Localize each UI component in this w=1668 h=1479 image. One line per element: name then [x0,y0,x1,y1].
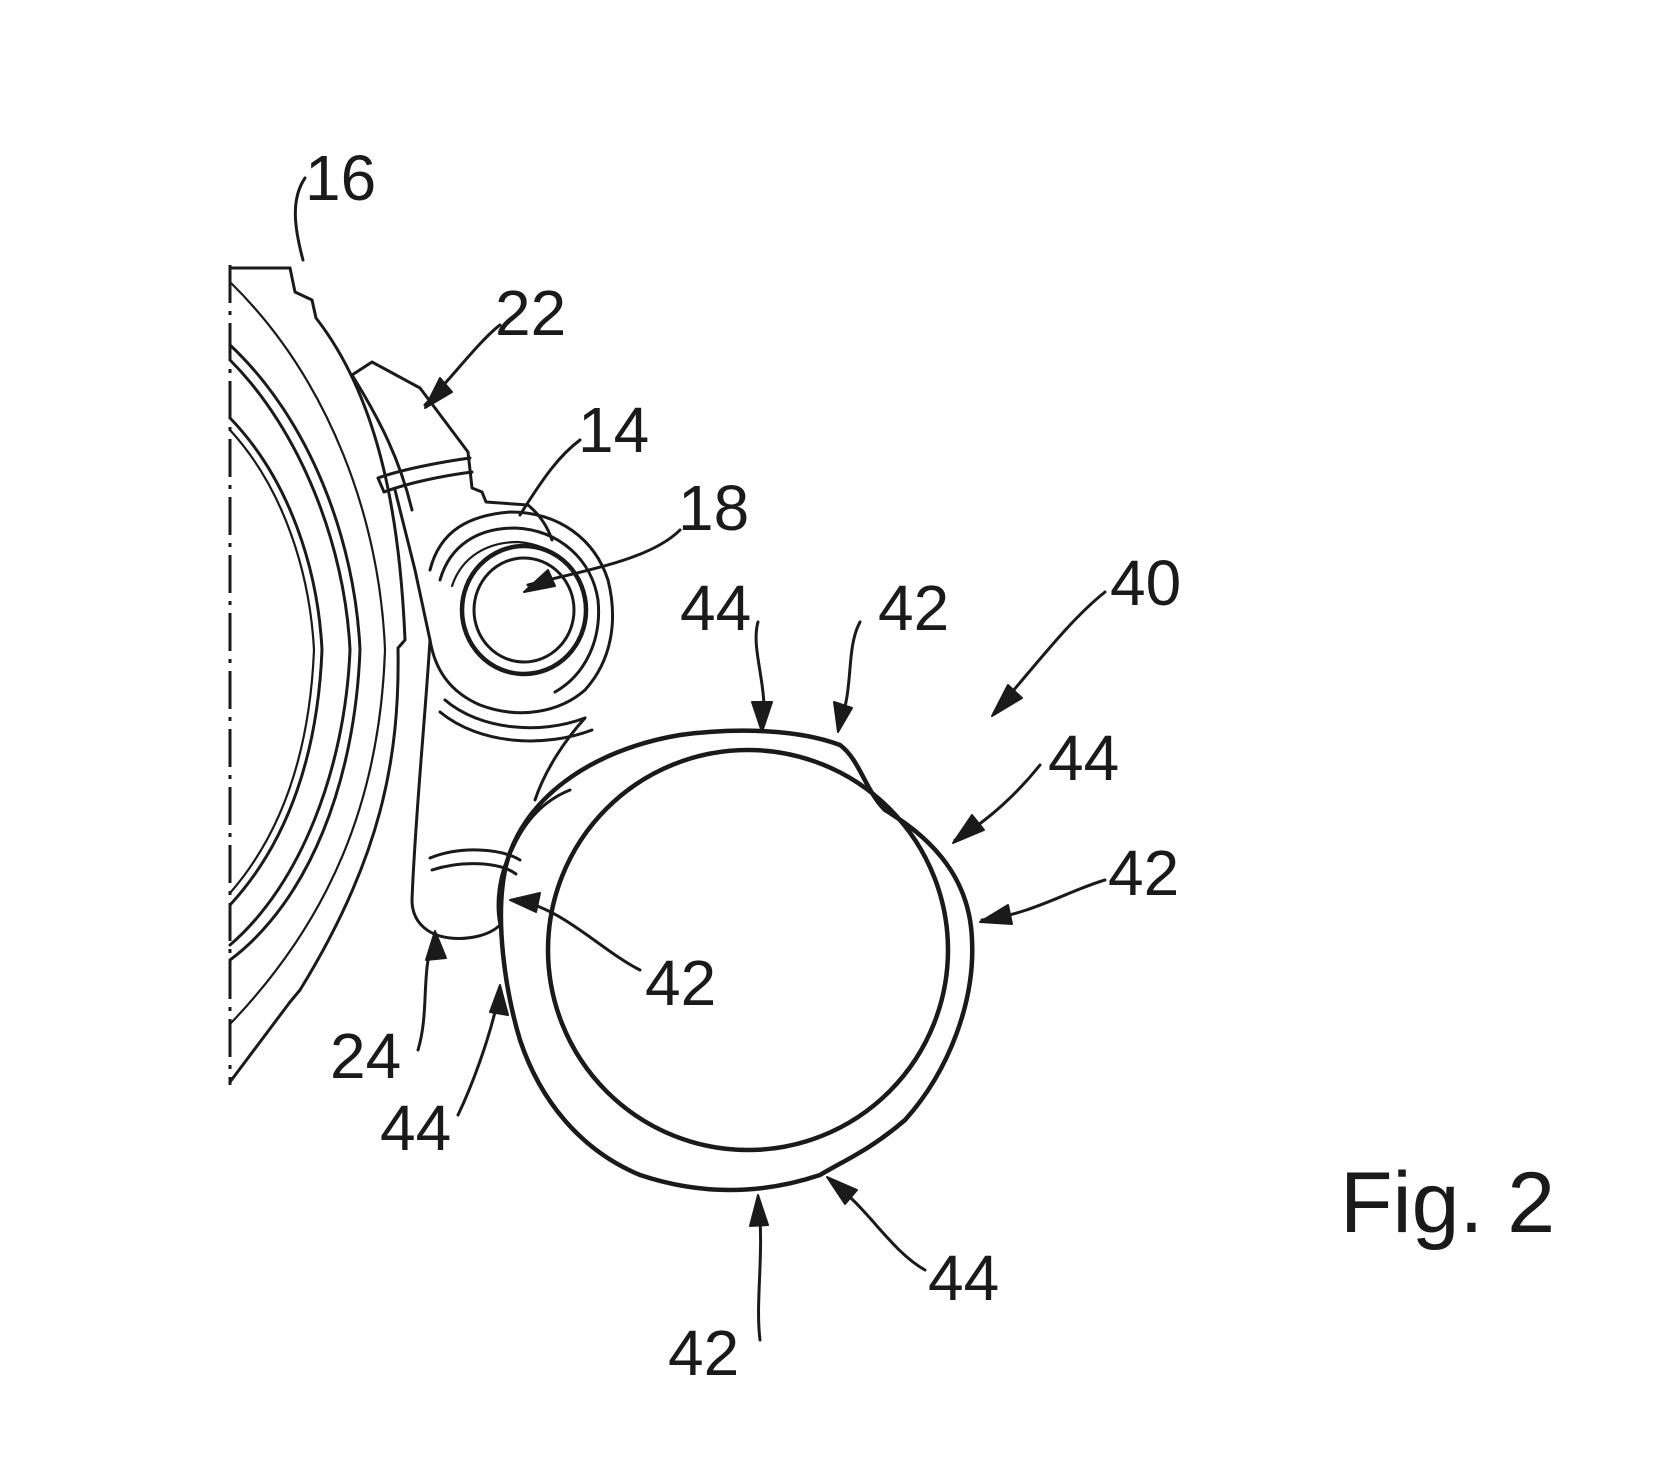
label-14: 14 [578,394,649,466]
bore-18-outer [459,543,589,677]
label-44-left: 44 [380,1092,451,1164]
label-42-bottom: 42 [668,1317,739,1389]
label-22: 22 [495,277,566,349]
label-44-right: 44 [1048,722,1119,794]
cam-40 [498,728,975,1193]
cam-inner-circle [545,747,951,1153]
part-24 [410,638,587,940]
label-24: 24 [330,1020,401,1092]
label-40: 40 [1110,547,1181,619]
label-44-bottom: 44 [928,1242,999,1314]
label-18: 18 [678,472,749,544]
pin-14 [428,510,614,743]
leaders [293,176,1107,1342]
reference-labels: 16 22 14 18 40 44 42 44 42 42 24 44 44 4… [305,142,1181,1389]
label-42-inner: 42 [645,947,716,1019]
label-42-top: 42 [878,572,949,644]
bore-18-inner [472,556,576,664]
label-44-top: 44 [680,572,751,644]
bracket-22 [350,360,554,642]
cam-outer-contour [498,728,975,1193]
housing-16 [228,266,407,1084]
label-42-right: 42 [1108,837,1179,909]
label-16: 16 [305,142,376,214]
figure-caption: Fig. 2 [1340,1155,1555,1251]
